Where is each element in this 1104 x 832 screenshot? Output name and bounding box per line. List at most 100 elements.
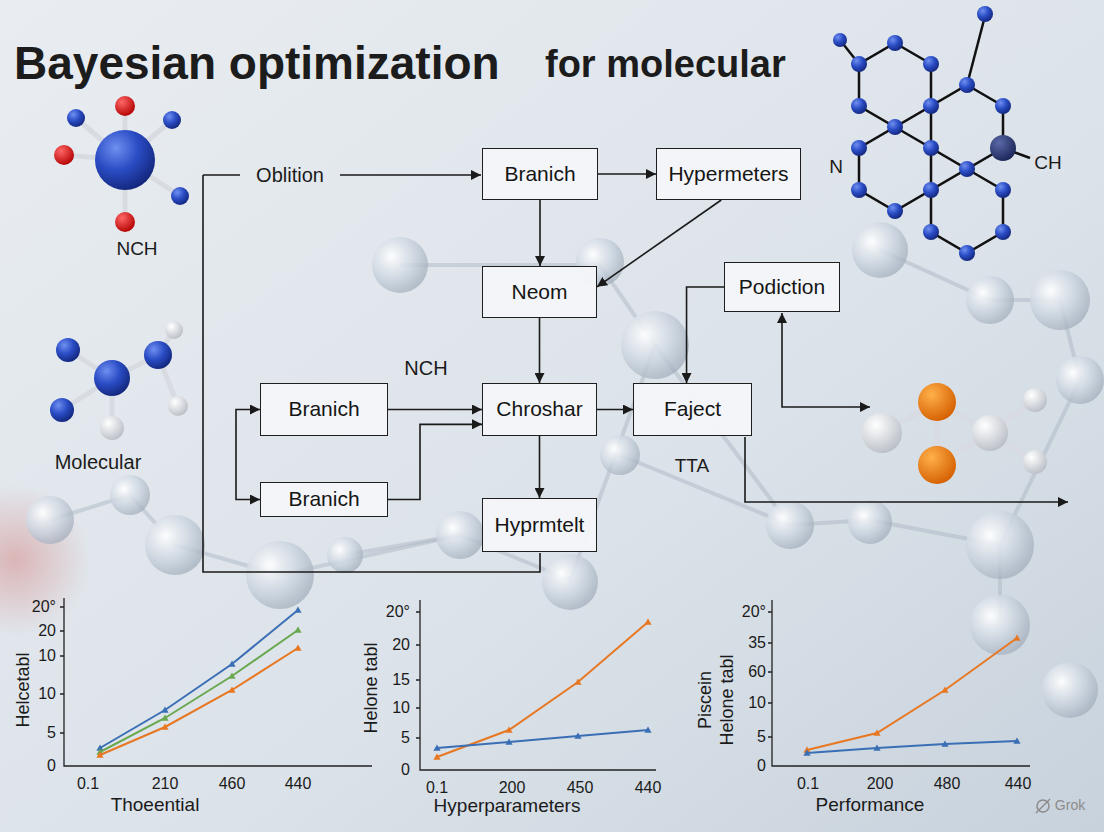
ring-molecule-illustration	[959, 161, 975, 177]
box-label: Branich	[504, 162, 575, 186]
molecule-illustration	[171, 187, 189, 205]
molecule-illustration	[882, 400, 1035, 465]
ring-molecule-illustration	[859, 43, 931, 127]
ring-molecule-illustration	[923, 56, 939, 72]
box-label: Neom	[511, 280, 567, 304]
lattice-lines	[50, 250, 1080, 620]
background-bubble	[1056, 356, 1104, 404]
molecule-illustration	[972, 415, 1008, 451]
atom-label: N	[829, 157, 843, 178]
background-bubble	[542, 554, 598, 610]
axis-tick: 20	[38, 622, 56, 640]
chart-axis	[64, 598, 372, 766]
box-label: Faject	[664, 397, 721, 421]
ring-molecule-illustration	[851, 140, 867, 156]
flow-arrow	[236, 410, 260, 500]
background-bubble	[766, 501, 814, 549]
background-glow	[0, 485, 90, 635]
atom-label: CH	[1034, 153, 1061, 174]
axis-tick: 0	[47, 757, 56, 775]
flow-label: Oblition	[256, 164, 324, 186]
chart-axis	[420, 600, 656, 770]
background-bubble	[966, 276, 1014, 324]
process-box: Hypermeters	[656, 148, 801, 200]
process-box: Branich	[482, 148, 598, 200]
background-bubble	[970, 595, 1030, 655]
molecule-illustration	[100, 416, 124, 440]
process-box: Neom	[482, 266, 597, 318]
ring-molecule-illustration	[931, 169, 1003, 253]
ring-molecule-illustration	[959, 245, 975, 261]
flow-arrow	[388, 424, 482, 499]
ring-molecule-illustration	[887, 119, 903, 135]
ring-molecule-illustration	[923, 98, 939, 114]
axis-title: Helone tabl	[362, 642, 382, 733]
axis-tick: 35	[748, 634, 766, 652]
chart-axis	[60, 607, 64, 733]
chart-axis	[60, 598, 1030, 770]
molecule-illustration	[56, 338, 80, 362]
ring-molecule-illustration	[977, 6, 993, 22]
ring-molecule-illustration	[887, 203, 903, 219]
ring-molecule-illustration	[923, 224, 939, 240]
axis-tick: 5	[757, 728, 766, 746]
molecule-illustration	[862, 413, 902, 453]
axis-tick: 60	[748, 663, 766, 681]
axis-tick: 0.1	[797, 775, 819, 793]
chart-line	[807, 741, 1017, 753]
flow-line	[203, 174, 240, 176]
axis-tick: 0	[757, 757, 766, 775]
flow-arrow	[687, 287, 724, 383]
axis-tick: 20	[392, 636, 410, 654]
watermark-icon	[1037, 800, 1049, 812]
axis-title: Helcetabl	[14, 652, 34, 727]
molecule-illustration	[165, 321, 183, 339]
axis-tick: 210	[152, 775, 179, 793]
axis-tick: 440	[635, 779, 662, 797]
axis-title: Piscein	[696, 671, 716, 729]
molecule-illustration	[50, 321, 188, 440]
background-bubble	[26, 222, 1104, 718]
molecule-illustration	[1023, 388, 1047, 412]
box-label: Branich	[288, 487, 359, 511]
axis-tick: 10	[748, 694, 766, 712]
axis-tick: 0	[401, 761, 410, 779]
process-box: Chroshar	[482, 383, 597, 436]
axis-tick: 200	[499, 779, 526, 797]
axis-tick: 5	[47, 724, 56, 742]
axis-tick: 20°	[32, 598, 56, 616]
flow-line	[782, 313, 870, 407]
process-box: Faject	[633, 383, 752, 436]
molecule-illustration	[54, 96, 189, 232]
molecule-illustration	[94, 360, 130, 396]
ring-molecule-illustration	[851, 182, 867, 198]
ring-molecule-illustration	[995, 182, 1011, 198]
chart-line	[100, 610, 298, 748]
background-bubble	[372, 237, 428, 293]
flow-arrow	[597, 200, 721, 287]
process-box: Podiction	[724, 262, 840, 312]
molecule-illustration	[1023, 450, 1047, 474]
molecule-illustration	[918, 446, 956, 484]
background-bubble	[327, 537, 363, 573]
flow-arrow	[598, 173, 656, 175]
process-box: Hyprmtelt	[482, 498, 597, 552]
axis-tick: 10	[392, 699, 410, 717]
background-bubble	[1030, 270, 1090, 330]
molecule-label: NCH	[116, 239, 157, 260]
chart-axis	[416, 612, 420, 738]
background-bubble	[110, 475, 150, 515]
molecule-illustration	[62, 330, 178, 428]
axis-tick: 440	[1005, 775, 1032, 793]
ring-molecule-illustration	[859, 127, 931, 211]
background-bubble	[1042, 662, 1098, 718]
axis-tick: 460	[219, 775, 246, 793]
flow-arrow	[388, 409, 482, 411]
axis-tick: 10	[38, 685, 56, 703]
background-bubble	[600, 435, 640, 475]
chart-line	[100, 610, 1017, 757]
axis-tick: 0.1	[77, 775, 99, 793]
axis-tick: 480	[934, 775, 961, 793]
background-bubble	[436, 511, 484, 559]
